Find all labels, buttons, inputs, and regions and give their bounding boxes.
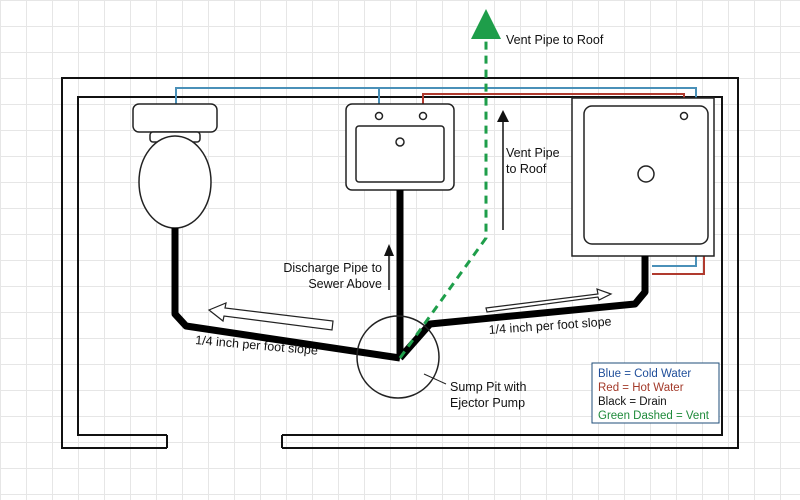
legend-hot-water: Red = Hot Water [598, 382, 684, 394]
flow-arrow-left [207, 302, 334, 331]
sink-basin [355, 125, 445, 183]
sump-pit-icon [356, 315, 440, 399]
legend-cold-water: Blue = Cold Water [598, 368, 691, 380]
vent-top-label: Vent Pipe to Roof [506, 33, 604, 47]
outer-wall [61, 77, 739, 449]
shower-icon [571, 97, 715, 257]
flow-arrow-right [485, 288, 613, 313]
cold-water-line-toilet [175, 87, 697, 104]
legend-drain: Black = Drain [598, 396, 667, 408]
toilet-bowl [138, 135, 212, 229]
inner-wall [77, 96, 723, 436]
up-arrow-icon [384, 110, 509, 290]
shower-drain [637, 165, 655, 183]
discharge-up-arrow-head [384, 244, 394, 256]
shower-valve [679, 111, 689, 121]
vent-pipe-line [398, 9, 501, 359]
sink-hot-tap [418, 111, 428, 121]
drain-line-shower [397, 256, 649, 361]
vent-mid-label-line1: Vent Pipe [506, 146, 560, 160]
sink-cold-tap [374, 111, 384, 121]
discharge-label-line1: Discharge Pipe to [283, 261, 382, 275]
discharge-label-line2: Sewer Above [308, 277, 382, 291]
drain-line-toilet [171, 228, 401, 362]
toilet-icon [132, 103, 218, 229]
sink-drain [395, 137, 405, 147]
toilet-tank [132, 103, 218, 133]
drain-lines [171, 190, 649, 362]
sink-icon [345, 103, 455, 191]
sump-pit-leader [423, 373, 447, 385]
legend-box [591, 362, 720, 424]
legend: Blue = Cold Water Red = Hot Water Black … [591, 362, 720, 424]
sump-label-line2: Ejector Pump [450, 396, 525, 410]
flow-arrow-icon [207, 288, 613, 331]
vent-mid-label-line2: to Roof [506, 162, 547, 176]
sump-label-line1: Sump Pit with [450, 380, 526, 394]
room-walls [61, 77, 739, 449]
vent-up-arrow-head [497, 110, 509, 122]
legend-vent: Green Dashed = Vent [598, 410, 710, 422]
